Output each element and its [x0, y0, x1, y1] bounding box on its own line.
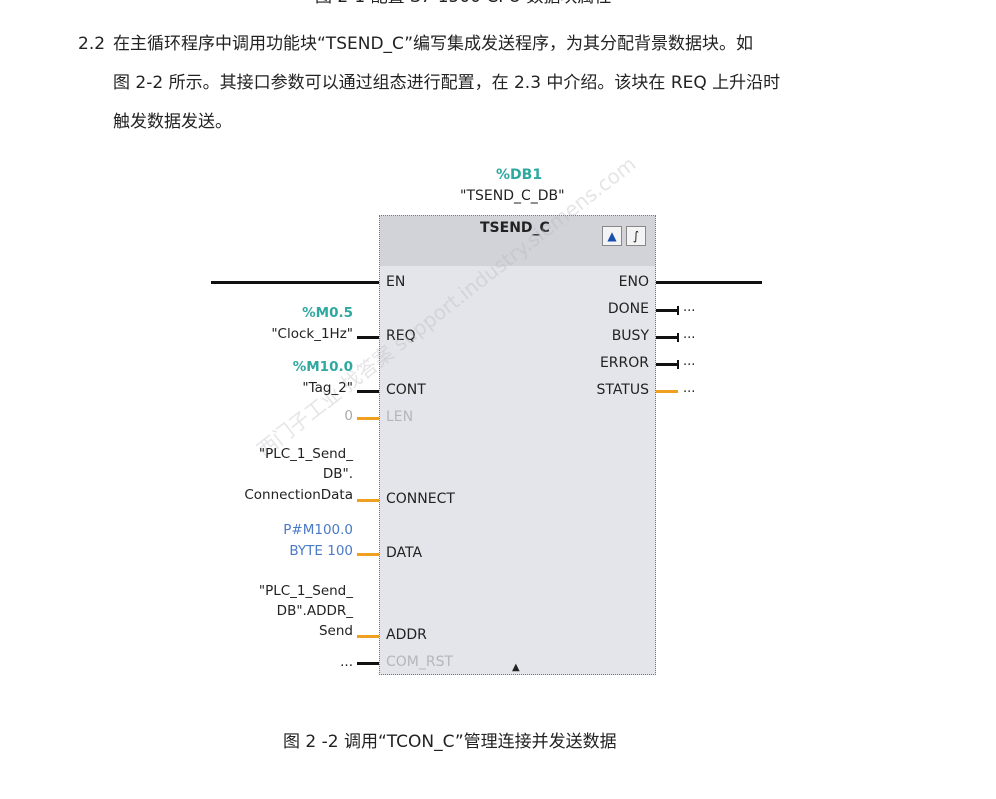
pin-cont: CONT	[386, 382, 426, 398]
block-title: TSEND_C	[480, 220, 550, 236]
busy-wire-end	[677, 333, 679, 342]
pin-com-rst: COM_RST	[386, 654, 454, 670]
data-wire	[357, 553, 379, 556]
addr-value-1[interactable]: "PLC_1_Send_	[258, 583, 353, 599]
paragraph-line-2: 图 2-2 所示。其接口参数可以通过组态进行配置，在 2.3 中介绍。该块在 R…	[113, 73, 781, 93]
done-wire	[656, 309, 678, 312]
pin-eno: ENO	[618, 274, 649, 290]
db-name: "TSEND_C_DB"	[460, 188, 565, 204]
pin-status: STATUS	[596, 382, 649, 398]
busy-value[interactable]: ...	[683, 327, 696, 342]
req-tag[interactable]: "Clock_1Hz"	[271, 326, 353, 342]
busy-wire	[656, 336, 678, 339]
connect-value-3[interactable]: ConnectionData	[244, 487, 353, 503]
status-wire	[656, 390, 678, 393]
cont-wire	[357, 390, 379, 393]
pin-req: REQ	[386, 328, 416, 344]
addr-value-3[interactable]: Send	[318, 623, 353, 639]
paragraph-line-1: 在主循环程序中调用功能块“TSEND_C”编写集成发送程序，为其分配背景数据块。…	[113, 34, 754, 54]
error-wire-end	[677, 360, 679, 369]
data-value-1[interactable]: P#M100.0	[283, 522, 353, 538]
pin-en: EN	[386, 274, 406, 290]
addr-wire	[357, 635, 379, 638]
tsend-c-block[interactable]: TSEND_C ▲ ∫ EN REQ CONT LEN CONNECT DATA…	[379, 215, 656, 675]
com-rst-wire	[357, 662, 379, 665]
diagnostics-icon[interactable]: ∫	[626, 226, 646, 246]
cont-address[interactable]: %M10.0	[292, 359, 353, 375]
addr-value-2[interactable]: DB".ADDR_	[276, 603, 353, 619]
block-settings-icon[interactable]: ▲	[602, 226, 622, 246]
pin-len: LEN	[386, 409, 414, 425]
paragraph-number: 2.2	[78, 34, 106, 54]
len-wire	[357, 417, 379, 420]
pin-busy: BUSY	[611, 328, 649, 344]
pin-addr: ADDR	[386, 627, 427, 643]
connect-value-2[interactable]: DB".	[322, 466, 353, 482]
pin-done: DONE	[607, 301, 649, 317]
connect-value-1[interactable]: "PLC_1_Send_	[258, 446, 353, 462]
pin-error: ERROR	[599, 355, 649, 371]
com-rst-value[interactable]: ...	[340, 654, 353, 670]
figure-caption: 图 2 -2 调用“TCON_C”管理连接并发送数据	[283, 732, 617, 752]
len-value[interactable]: 0	[344, 408, 353, 424]
paragraph-line-3: 触发数据发送。	[113, 112, 232, 132]
top-caption-cut: 图 2-1 配置 S7-1500 CPU 数据块属性	[315, 0, 611, 14]
error-wire	[656, 363, 678, 366]
status-value[interactable]: ...	[683, 381, 696, 396]
cont-tag[interactable]: "Tag_2"	[302, 380, 353, 396]
done-wire-end	[677, 306, 679, 315]
db-address: %DB1	[496, 167, 543, 183]
done-value[interactable]: ...	[683, 300, 696, 315]
pin-data: DATA	[386, 545, 423, 561]
req-address[interactable]: %M0.5	[302, 305, 353, 321]
expand-arrow-icon[interactable]: ▲	[512, 662, 520, 673]
data-value-2[interactable]: BYTE 100	[289, 543, 353, 559]
connect-wire	[357, 499, 379, 502]
en-wire	[211, 281, 379, 284]
pin-connect: CONNECT	[386, 491, 455, 507]
error-value[interactable]: ...	[683, 354, 696, 369]
req-wire	[357, 336, 379, 339]
eno-wire	[656, 281, 762, 284]
